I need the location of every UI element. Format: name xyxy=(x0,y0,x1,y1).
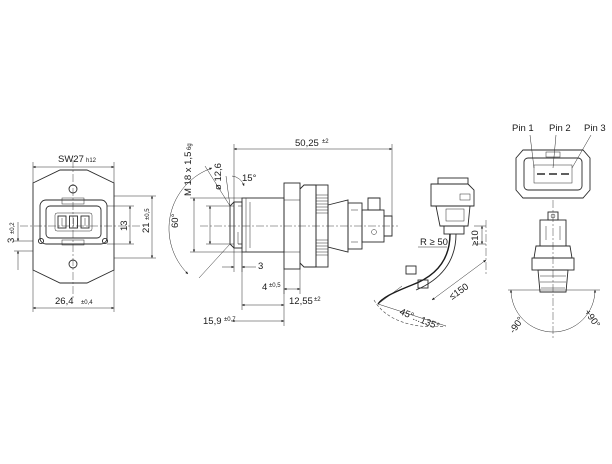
angle-left: -90° xyxy=(507,315,526,336)
hex-notch-top xyxy=(68,184,78,194)
pin2-label: Pin 2 xyxy=(549,123,571,134)
dim-4: 4 xyxy=(262,282,267,293)
diameter-dimension: ø 12,6 xyxy=(213,163,224,190)
dim-3-front-tolerance: ±0,2 xyxy=(10,222,16,234)
side-view: 50,25 ±2 M 18 x 1,5 6g ø 12,6 15° 60° 3 … xyxy=(168,138,398,327)
dim-15-9: 15,9 xyxy=(203,316,222,327)
knurl-lines xyxy=(316,194,328,256)
dim-12-55-tolerance: ±2 xyxy=(314,297,321,303)
dim-12-55: 12,55 xyxy=(289,296,313,307)
dim-3-front: 3 xyxy=(6,238,17,243)
dim-21-tolerance: ±0,5 xyxy=(145,208,151,220)
pin3-label: Pin 3 xyxy=(584,123,606,134)
dim-4-tolerance: ±0,5 xyxy=(269,283,281,289)
thread-spec: M 18 x 1,5 xyxy=(183,152,194,196)
thread-tolerance: 6g xyxy=(187,143,193,150)
cone-angle: 60° xyxy=(170,213,181,228)
hex-flange xyxy=(283,182,301,270)
angle-right: +90° xyxy=(582,307,603,330)
pin1-label: Pin 1 xyxy=(512,123,534,134)
pin-2 xyxy=(69,215,78,229)
dim-10: ≥10 xyxy=(470,230,481,246)
overall-length: 50,25 xyxy=(295,138,319,149)
sw-label: SW27 xyxy=(58,154,84,165)
connector-housing xyxy=(39,199,108,245)
overall-length-tolerance: ±2 xyxy=(322,139,329,145)
bend-radius: R ≥ 50 xyxy=(420,237,448,248)
hex-outline xyxy=(32,169,115,284)
dim-150: ≤150 xyxy=(447,281,471,302)
dim-13: 13 xyxy=(119,220,130,231)
width-tolerance: ±0,4 xyxy=(81,300,93,306)
pin-view: Pin 1 Pin 2 Pin 3 -90° +90° xyxy=(507,123,606,340)
hex-notch-bottom xyxy=(68,259,78,269)
thread-section xyxy=(241,197,285,253)
connector-view: R ≥ 50 ≥10 ≤150 45°...135° xyxy=(373,177,487,333)
dim-3-side: 3 xyxy=(258,261,263,272)
cable-clip xyxy=(405,265,417,275)
pin-1 xyxy=(57,215,67,229)
plug-top xyxy=(430,183,475,207)
front-view: SW27 h12 26,4 ±0,4 13 21 ±0,5 3 ±0,2 xyxy=(6,154,156,312)
connector-face xyxy=(515,149,591,199)
dim-15-9-tolerance: ±0,7 xyxy=(224,317,236,323)
pin-3 xyxy=(80,215,90,229)
sw-tolerance: h12 xyxy=(86,158,97,164)
cable xyxy=(377,233,451,305)
angle-range: 45°...135° xyxy=(398,307,441,333)
chamfer-angle: 15° xyxy=(242,173,257,184)
dim-21: 21 xyxy=(141,222,152,233)
width-dimension: 26,4 xyxy=(55,296,74,307)
